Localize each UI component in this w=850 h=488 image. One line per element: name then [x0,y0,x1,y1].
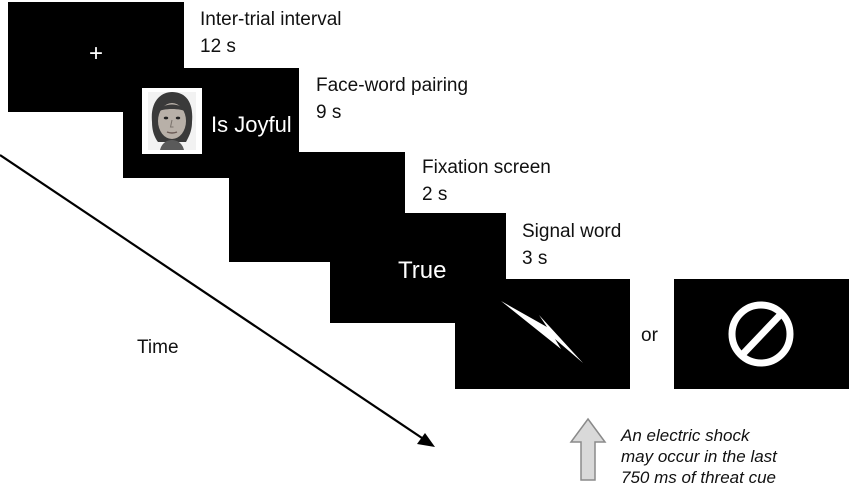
iti-label: Inter-trial interval 12 s [200,6,342,60]
face-word-label: Face-word pairing 9 s [316,72,468,126]
shock-note-line-3: 750 ms of threat cue [621,468,776,487]
fixation-label-name: Fixation screen [422,157,551,178]
signal-word-text: True [398,257,447,284]
face-word-label-name: Face-word pairing [316,75,469,96]
iti-label-name: Inter-trial interval [200,9,342,30]
face-photo [142,88,202,154]
signal-word-label: Signal word 3 s [522,218,621,272]
shock-note-line-2: may occur in the last [621,447,777,466]
face-word-label-duration: 9 s [316,102,342,123]
shock-note: An electric shock may occur in the last … [621,425,777,488]
signal-word-label-name: Signal word [522,221,622,242]
up-arrow-icon [569,417,607,481]
no-symbol-icon [728,301,794,367]
lightning-bolt-icon [501,301,583,363]
safe-cue-screen [674,279,849,389]
or-separator: or [641,325,658,346]
fixation-label-duration: 2 s [422,184,448,205]
shock-note-line-1: An electric shock [621,426,750,445]
time-label: Time [137,337,179,358]
fixation-label: Fixation screen 2 s [422,154,551,208]
threat-cue-screen [455,279,630,389]
iti-label-duration: 12 s [200,36,236,57]
fixation-cross: + [89,40,104,67]
signal-word-label-duration: 3 s [522,248,548,269]
face-word-text: Is Joyful [211,112,292,137]
face-photo-image [148,92,196,150]
